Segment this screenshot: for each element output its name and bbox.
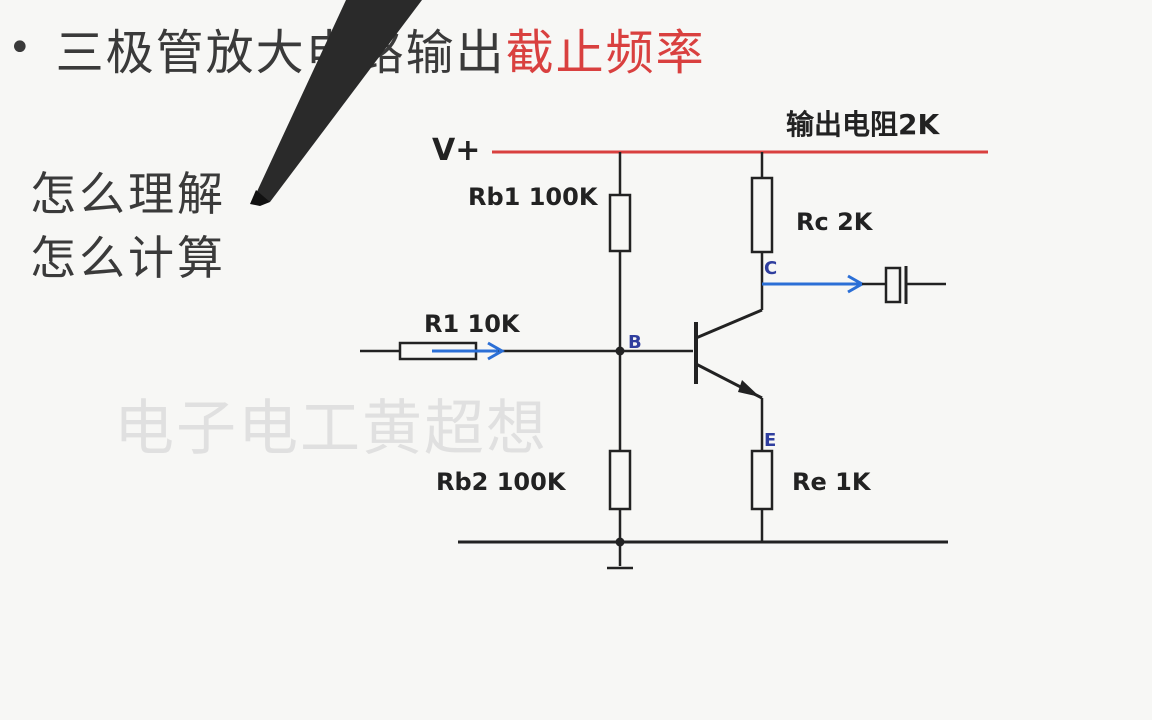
node-b-label: B: [628, 332, 642, 353]
rb1-label: Rb1 100K: [468, 183, 599, 211]
slide-title: • 三极管放大电路输出 截止频率: [8, 8, 706, 88]
supply-label: V+: [432, 133, 480, 168]
rb2-label: Rb2 100K: [436, 468, 567, 496]
pen-body: [254, 0, 422, 202]
pen-tip: [250, 190, 270, 206]
watermark: 电子电工黄超想: [114, 394, 548, 464]
node-e-label: E: [764, 430, 776, 451]
output-capacitor: [884, 266, 902, 304]
r1-label: R1 10K: [424, 310, 521, 338]
title-bullet: •: [8, 25, 34, 71]
transistor-collector-leg: [695, 308, 763, 340]
title-accent: 截止频率: [505, 25, 706, 81]
output-resistance-label: 输出电阻2K: [786, 108, 940, 141]
emitter-arrow: [738, 380, 760, 397]
title-main: 三极管放大电路输出: [55, 25, 506, 81]
rc-label: Rc 2K: [796, 208, 874, 236]
question-understand: 怎么理解: [30, 167, 226, 221]
node-c-label: C: [764, 258, 777, 279]
question-calculate: 怎么计算: [30, 231, 226, 285]
junction-base: [615, 346, 625, 356]
input-arrow-head: [487, 341, 506, 361]
re-label: Re 1K: [792, 468, 872, 496]
junction-ground: [615, 537, 625, 547]
